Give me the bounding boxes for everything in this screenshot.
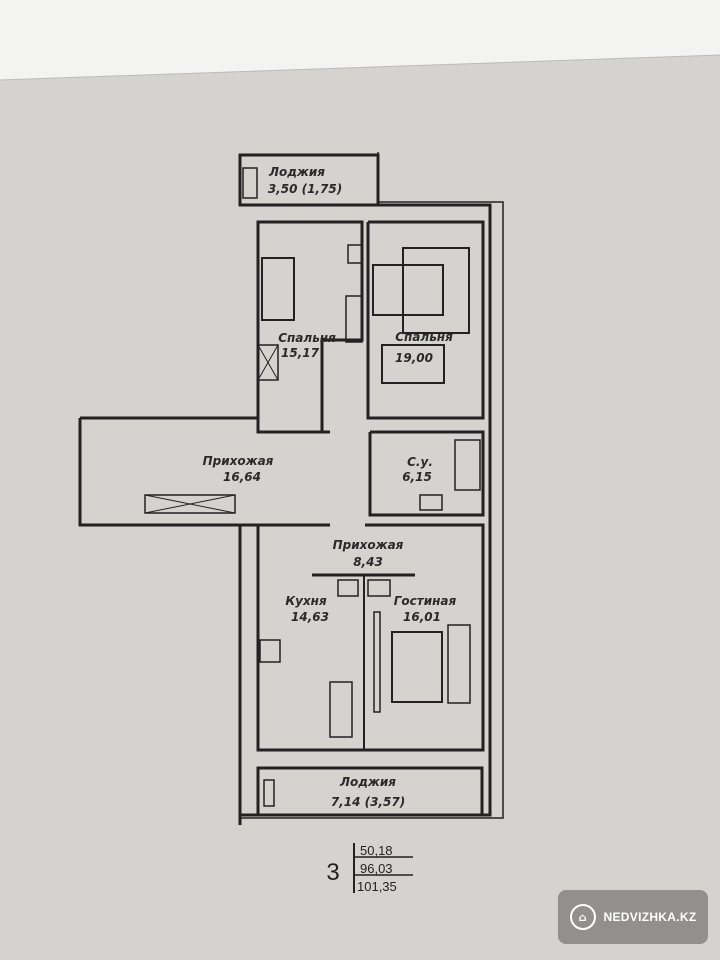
bathroom-area: 6,15 xyxy=(402,470,432,484)
loggia-bottom-outline xyxy=(256,766,484,817)
hallway-1-walls xyxy=(80,416,330,434)
paper-sheet-top xyxy=(0,0,720,81)
bedroom-1-walls xyxy=(256,220,364,432)
living-name: Гостиная xyxy=(394,594,457,608)
rooms-count: 3 xyxy=(326,859,339,886)
hallway-2-name: Прихожая xyxy=(333,538,404,552)
kitchen-name: Кухня xyxy=(285,594,327,608)
bedroom-1-area: 15,17 xyxy=(281,346,320,360)
loggia-top-outline xyxy=(238,153,380,207)
house-icon: ⌂ xyxy=(569,904,596,930)
bedroom-1-name: Спальня xyxy=(278,331,336,345)
kitchen-area: 14,63 xyxy=(291,610,329,624)
bedroom-2-walls xyxy=(366,220,485,420)
loggia-bottom-name: Лоджия xyxy=(339,775,396,789)
hallway-2-area: 8,43 xyxy=(353,555,383,569)
total-with-loggia: 101,35 xyxy=(357,879,397,894)
bedroom-2-area: 19,00 xyxy=(395,351,433,365)
watermark: ⌂ NEDVIZHKA.KZ xyxy=(558,890,708,944)
living-area: 16,01 xyxy=(403,610,441,624)
bathroom-name: С.у. xyxy=(407,455,433,469)
living-area-total: 50,18 xyxy=(360,843,393,858)
hallway-1-area: 16,64 xyxy=(223,470,261,484)
loggia-top-area: 3,50 (1,75) xyxy=(268,182,342,196)
bedroom-2-name: Спальня xyxy=(395,330,453,344)
hallway-1-name: Прихожая xyxy=(203,454,274,468)
watermark-text: NEDVIZHKA.KZ xyxy=(603,910,697,924)
loggia-bottom-area: 7,14 (3,57) xyxy=(331,795,405,809)
total-area: 96,03 xyxy=(360,861,393,876)
bathroom-walls xyxy=(368,430,485,517)
loggia-top-name: Лоджия xyxy=(268,165,325,179)
